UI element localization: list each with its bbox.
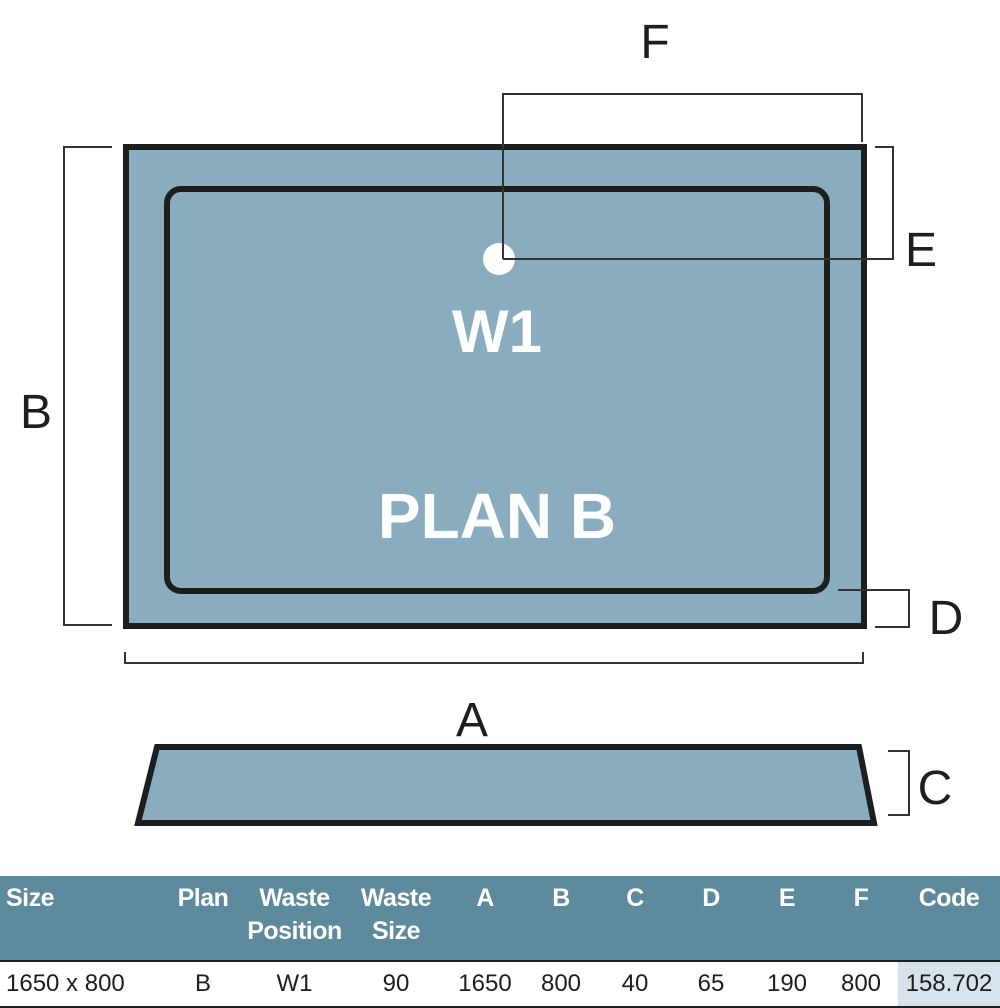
cell-waste-size: 90 (346, 961, 446, 1008)
cell-d: 65 (672, 961, 750, 1008)
col-header-b: B (524, 876, 598, 962)
cell-b: 800 (524, 961, 598, 1008)
dimension-f-label: F (640, 16, 669, 69)
dimension-c-label: C (918, 762, 953, 815)
tray-side-profile (134, 744, 878, 826)
col-header-waste-position-line1: Waste (259, 884, 330, 912)
cell-e: 190 (750, 961, 824, 1008)
col-header-c: C (598, 876, 672, 962)
dimension-e-line (503, 146, 894, 260)
col-header-e: E (750, 876, 824, 962)
dimension-b-line (63, 146, 112, 626)
col-header-a: A (446, 876, 524, 962)
dimension-b-label: B (20, 386, 52, 439)
waste-hole (483, 243, 515, 275)
col-header-waste-position: Waste Position (243, 876, 346, 962)
dimension-a-label: A (456, 694, 488, 747)
dimension-e-label: E (905, 224, 937, 277)
plan-label: PLAN B (378, 480, 616, 552)
tray-inner-basin (164, 186, 830, 594)
col-header-waste-size: Waste Size (346, 876, 446, 962)
cell-c: 40 (598, 961, 672, 1008)
col-header-code: Code (898, 876, 1000, 962)
col-header-waste-position-line2: Position (247, 917, 342, 945)
dimension-f-line (502, 93, 863, 259)
table-row: 1650 x 800 B W1 90 1650 800 40 65 190 80… (0, 961, 1000, 1008)
col-header-d: D (672, 876, 750, 962)
dimension-d-label: D (929, 592, 964, 645)
col-header-f: F (824, 876, 898, 962)
waste-position-label: W1 (452, 298, 542, 365)
cell-a: 1650 (446, 961, 524, 1008)
dimension-d-line (838, 589, 910, 628)
table-header-row: Size Plan Waste Position Waste Size A B … (0, 876, 1000, 962)
cell-waste-position: W1 (243, 961, 346, 1008)
col-header-plan: Plan (163, 876, 243, 962)
cell-plan: B (163, 961, 243, 1008)
cell-size: 1650 x 800 (0, 961, 163, 1008)
col-header-waste-size-line2: Size (371, 917, 421, 945)
shower-tray-diagram: W1 PLAN B F E B D A C (20, 16, 964, 826)
dimension-c-line (888, 750, 910, 816)
spec-table: Size Plan Waste Position Waste Size A B … (0, 876, 1000, 1008)
cell-f: 800 (824, 961, 898, 1008)
dimension-a-line (124, 652, 864, 664)
cell-code: 158.702 (898, 961, 1000, 1008)
col-header-size: Size (0, 876, 163, 962)
col-header-waste-size-line1: Waste (360, 884, 432, 912)
